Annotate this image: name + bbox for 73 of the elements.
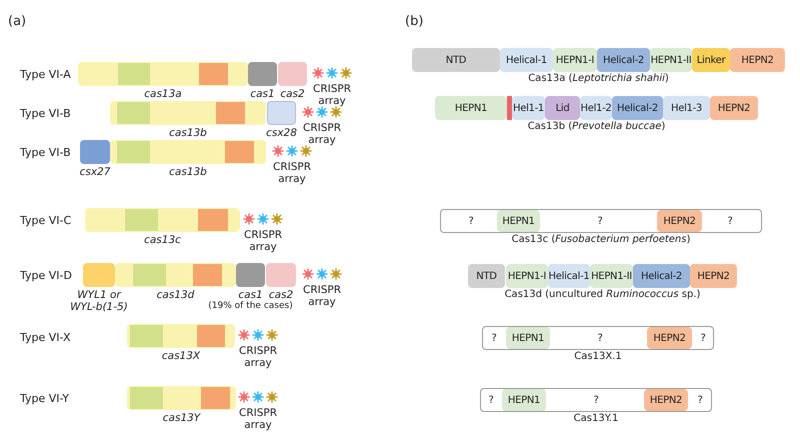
question-mark: ?	[452, 210, 490, 232]
type-label: Type VI-C	[20, 214, 72, 227]
protein-caption: Cas13X.1	[574, 351, 622, 363]
gene-name: csx27	[80, 166, 110, 178]
gene-name: csx28	[266, 127, 297, 139]
domain-block: HEPN1	[502, 389, 546, 411]
type-label: Type VI-B	[20, 107, 71, 120]
gene-name: cas13Y	[162, 412, 200, 424]
domain-block: Helical-2	[612, 96, 663, 120]
domain-block: Helical-2	[597, 48, 650, 72]
gene-name: cas13a	[144, 88, 182, 100]
array-label: CRISPR array	[272, 161, 312, 185]
domain-block: HEPN1-II	[590, 264, 633, 288]
question-mark: ?	[560, 327, 640, 349]
domain-block: Helical-1	[548, 264, 590, 288]
domain-block: HEPN1	[497, 210, 540, 232]
protein-caption: Cas13d (uncultured Ruminococcus sp.)	[504, 289, 700, 301]
domain-block: HEPN1-I	[506, 264, 548, 288]
note: (19% of the cases)	[208, 301, 293, 311]
array-label: CRISPR array	[302, 284, 342, 308]
array-label: CRISPR array	[312, 83, 352, 107]
domain-block: Hel1-2	[580, 96, 612, 120]
domain-block: HEPN2	[710, 96, 758, 120]
domain-block: HEPN2	[647, 327, 692, 349]
question-mark: ?	[690, 389, 710, 411]
gene-name: WYL1 or WYL-b(1-5)	[70, 289, 128, 313]
question-mark: ?	[710, 210, 750, 232]
domain-block: HEPN1-II	[650, 48, 692, 72]
domain-block: Helical-1	[500, 48, 553, 72]
type-label: Type VI-A	[20, 68, 71, 81]
type-label: Type VI-D	[20, 269, 72, 282]
protein-caption: Cas13b (Prevotella buccae)	[528, 121, 666, 133]
gene-name: cas13b	[169, 166, 207, 178]
domain-block: Helical-2	[633, 264, 690, 288]
gene-name: cas1	[238, 289, 263, 301]
protein-caption: Cas13Y.1	[574, 413, 618, 425]
domain-block: HEPN1	[435, 96, 507, 120]
domain-block: HEPN2	[730, 48, 785, 72]
domain-block: HEPN1	[506, 327, 550, 349]
domain-block: HEPN2	[690, 264, 737, 288]
gene-name: cas1	[250, 88, 275, 100]
protein-caption: Cas13c (Fusobacterium perfoetens)	[512, 234, 690, 246]
gene-name: cas13b	[169, 127, 207, 139]
domain-block: Lid	[545, 96, 580, 120]
panel-label: (b)	[405, 14, 424, 29]
array-label: CRISPR array	[238, 407, 278, 431]
domain-block: Hel1-3	[663, 96, 710, 120]
linker-bar	[507, 96, 512, 120]
question-mark: ?	[694, 327, 712, 349]
gene-name: cas13c	[144, 234, 181, 246]
protein-caption: Cas13a (Leptotrichia shahii)	[528, 73, 669, 85]
domain-block: HEPN2	[657, 210, 702, 232]
type-label: Type VI-Y	[20, 392, 69, 405]
panel-label: (a)	[8, 14, 26, 29]
array-label: CRISPR array	[238, 345, 278, 369]
array-label: CRISPR array	[242, 229, 284, 253]
gene-name: cas13d	[156, 289, 194, 301]
domain-block: Hel1-1	[512, 96, 545, 120]
domain-block: HEPN1-I	[553, 48, 597, 72]
domain-block: Linker	[692, 48, 730, 72]
question-mark: ?	[556, 389, 636, 411]
type-label: Type VI-B	[20, 146, 71, 159]
gene-name: cas2	[280, 88, 305, 100]
domain-block: HEPN2	[644, 389, 688, 411]
question-mark: ?	[484, 327, 504, 349]
domain-block: NTD	[468, 264, 505, 288]
question-mark: ?	[560, 210, 640, 232]
domain-block: NTD	[412, 48, 500, 72]
question-mark: ?	[482, 389, 500, 411]
gene-name: cas2	[268, 289, 294, 301]
gene-name: cas13X	[162, 350, 200, 362]
type-label: Type VI-X	[20, 331, 70, 344]
array-label: CRISPR array	[302, 122, 342, 146]
